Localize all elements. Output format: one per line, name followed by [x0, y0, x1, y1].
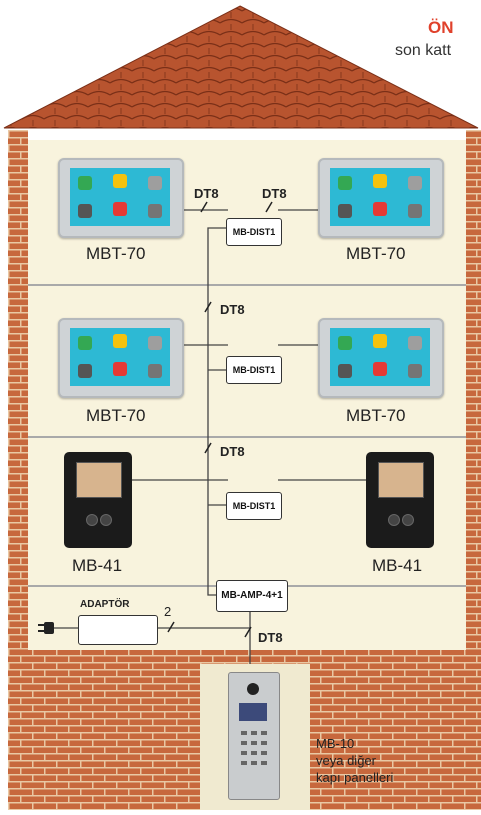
monitor-screen	[70, 168, 170, 226]
wire-count-label: 2	[164, 604, 172, 619]
header-title: ÖN	[428, 18, 454, 37]
monitor-mbt70	[58, 318, 184, 398]
amplifier-box: MB-AMP-4+1	[216, 580, 288, 612]
distributor-box: MB-DIST1	[226, 218, 282, 246]
keypad-key	[261, 731, 267, 735]
device-label: MBT-70	[86, 244, 146, 263]
monitor-button	[100, 514, 112, 526]
monitor-screen	[378, 462, 424, 498]
keypad-key	[251, 741, 257, 745]
gallery-icon	[148, 204, 162, 218]
door-panel-caption: MB-10 veya diğer kapı panelleri	[316, 735, 393, 786]
gallery-icon	[408, 204, 422, 218]
device-label: MBT-70	[346, 406, 406, 425]
phone-icon	[338, 176, 352, 190]
keypad-key	[261, 761, 267, 765]
alarm-icon	[373, 334, 387, 348]
monitor-button	[86, 514, 98, 526]
gallery-icon	[148, 364, 162, 378]
shield-icon	[373, 362, 387, 376]
cable-label: DT8	[194, 186, 219, 201]
door-panel-model: MB-10	[316, 736, 355, 751]
alarm-icon	[373, 174, 387, 188]
keypad-key	[251, 751, 257, 755]
distributor-box: MB-DIST1	[226, 492, 282, 520]
keypad-key	[241, 731, 247, 735]
header-subtitle: son katt	[395, 42, 452, 59]
alarm-icon	[113, 174, 127, 188]
monitor-button	[402, 514, 414, 526]
monitor-mb41	[64, 452, 132, 548]
device-label: MBT-70	[346, 244, 406, 263]
camera-icon	[247, 683, 259, 695]
monitor-button	[388, 514, 400, 526]
keypad-key	[261, 751, 267, 755]
cable-label: DT8	[258, 630, 283, 645]
camera-icon	[408, 176, 422, 190]
door-panel-alt2: kapı panelleri	[316, 770, 394, 785]
settings-icon	[78, 364, 92, 378]
floor-divider	[28, 284, 466, 286]
monitor-mb41	[366, 452, 434, 548]
camera-icon	[148, 336, 162, 350]
distributor-box: MB-DIST1	[226, 356, 282, 384]
shield-icon	[113, 362, 127, 376]
monitor-mbt70	[58, 158, 184, 238]
device-label: MB-41	[72, 556, 123, 575]
cable-label: DT8	[220, 444, 245, 459]
keypad-key	[241, 741, 247, 745]
monitor-screen	[330, 168, 430, 226]
monitor-screen	[76, 462, 122, 498]
phone-icon	[338, 336, 352, 350]
camera-icon	[148, 176, 162, 190]
alarm-icon	[113, 334, 127, 348]
monitor-screen	[70, 328, 170, 386]
keypad-key	[251, 761, 257, 765]
phone-icon	[78, 336, 92, 350]
camera-icon	[408, 336, 422, 350]
floor-divider	[28, 436, 466, 438]
door-panel	[228, 672, 280, 800]
gallery-icon	[408, 364, 422, 378]
cable-label: DT8	[220, 302, 245, 317]
shield-icon	[113, 202, 127, 216]
monitor-mbt70	[318, 158, 444, 238]
roof	[3, 5, 479, 129]
phone-icon	[78, 176, 92, 190]
monitor-mbt70	[318, 318, 444, 398]
adapter-label: ADAPTÖR	[80, 599, 130, 610]
device-label: MB-41	[372, 556, 423, 575]
keypad-key	[251, 731, 257, 735]
settings-icon	[78, 204, 92, 218]
device-label: MBT-70	[86, 406, 146, 425]
shield-icon	[373, 202, 387, 216]
door-panel-alt: veya diğer	[316, 753, 376, 768]
cable-label: DT8	[262, 186, 287, 201]
settings-icon	[338, 204, 352, 218]
monitor-screen	[330, 328, 430, 386]
keypad-key	[241, 751, 247, 755]
adapter-box	[78, 615, 158, 645]
panel-display	[239, 703, 267, 721]
keypad-key	[261, 741, 267, 745]
settings-icon	[338, 364, 352, 378]
keypad-key	[241, 761, 247, 765]
